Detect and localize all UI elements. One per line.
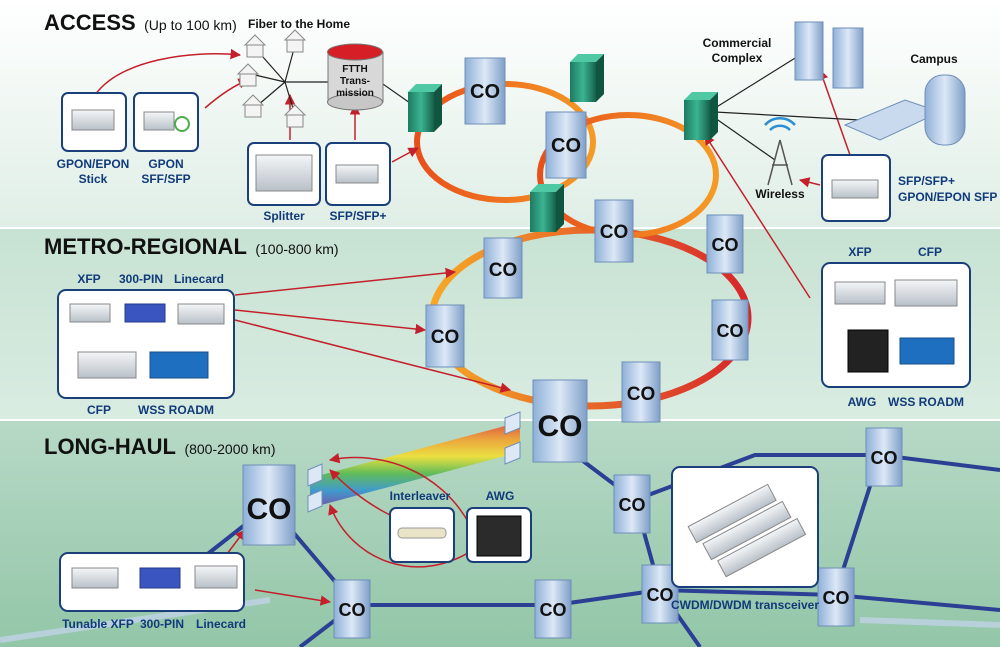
- co-building: CO: [425, 304, 465, 368]
- connection-arrows: [94, 48, 851, 606]
- panel-metro-right: [821, 262, 971, 388]
- longhaul-title: LONG-HAUL (800-2000 km): [44, 434, 275, 459]
- lh-linecard-label: Linecard: [196, 617, 246, 631]
- svg-text:CO: CO: [717, 321, 744, 341]
- co-building: CO: [532, 379, 588, 463]
- svg-text:CO: CO: [712, 235, 739, 255]
- cwdm-label: CWDM/DWDM transceiver: [671, 598, 819, 612]
- svg-text:CO: CO: [470, 81, 500, 103]
- wdm-beam: [310, 422, 520, 508]
- switch-icons: [408, 54, 718, 232]
- svg-text:CO: CO: [647, 585, 674, 605]
- commercial-label-2: Complex: [712, 51, 763, 65]
- longhaul-links: [119, 438, 1000, 647]
- co-building: CO: [706, 214, 744, 274]
- svg-text:CO: CO: [489, 260, 518, 281]
- metro-wss-label: WSS ROADM: [138, 403, 214, 417]
- gpon-sfp-label-1: GPON: [148, 157, 183, 171]
- panel-sfp-plus: [325, 142, 391, 206]
- wireless-tower-icon: [764, 116, 796, 186]
- panel-cwdm: [671, 466, 819, 588]
- co-building: CO: [817, 567, 855, 627]
- svg-text:CO: CO: [627, 384, 656, 405]
- ftth-fan: [254, 44, 861, 161]
- panel-gpon-stick: [61, 92, 127, 152]
- co-building: CO: [545, 111, 587, 179]
- co-building: CO: [483, 237, 523, 299]
- metro-title: METRO-REGIONAL (100-800 km): [44, 234, 339, 259]
- interleaver-label: Interleaver: [390, 489, 451, 503]
- co-building: CO: [242, 464, 296, 546]
- right-cfp-label: CFP: [918, 245, 942, 259]
- sfp-right-label-2: GPON/EPON SFP: [898, 190, 997, 204]
- mux-mirrors: [307, 411, 521, 513]
- svg-text:CO: CO: [339, 600, 366, 620]
- co-building: CO: [865, 427, 903, 487]
- panel-metro-left: [57, 289, 235, 399]
- right-xfp-label: XFP: [848, 245, 871, 259]
- sfp-right-label-1: SFP/SFP+: [898, 174, 955, 188]
- co-building: CO: [534, 579, 572, 639]
- right-wss-label: WSS ROADM: [888, 395, 964, 409]
- panel-interleaver: [389, 507, 455, 563]
- co-building: CO: [711, 299, 749, 361]
- svg-text:CO: CO: [538, 410, 583, 443]
- panel-gpon-sfp: [133, 92, 199, 152]
- svg-text:CO: CO: [600, 222, 629, 243]
- house-icons: [236, 29, 307, 128]
- commercial-buildings: [794, 21, 864, 89]
- right-awg-label: AWG: [848, 395, 877, 409]
- access-title: ACCESS (Up to 100 km): [44, 10, 237, 35]
- svg-text:CO: CO: [823, 588, 850, 608]
- ftth-label-2: Trans-: [340, 76, 370, 87]
- metro-linecard-label: Linecard: [174, 272, 224, 286]
- panel-splitter: [247, 142, 321, 206]
- co-building: CO: [594, 199, 634, 263]
- metro-cfp-label: CFP: [87, 403, 111, 417]
- co-building: CO: [464, 57, 506, 125]
- co-building: CO: [333, 579, 371, 639]
- panel-sfp-right: [821, 154, 891, 222]
- svg-text:CO: CO: [247, 493, 292, 526]
- gpon-stick-label-2: Stick: [79, 172, 108, 186]
- lh-300pin-label: 300-PIN: [140, 617, 184, 631]
- svg-text:CO: CO: [431, 327, 460, 348]
- metro-xfp-label: XFP: [77, 272, 100, 286]
- gpon-stick-label-1: GPON/EPON: [57, 157, 130, 171]
- co-building: CO: [621, 361, 661, 423]
- svg-text:CO: CO: [551, 135, 581, 157]
- ftth-label-3: mission: [336, 88, 374, 99]
- metro-300pin-label: 300-PIN: [119, 272, 163, 286]
- panel-awg: [466, 507, 532, 563]
- commercial-label-1: Commercial: [703, 36, 772, 50]
- fiber-home-label: Fiber to the Home: [248, 17, 350, 31]
- svg-text:CO: CO: [619, 495, 646, 515]
- wireless-label: Wireless: [755, 187, 805, 201]
- svg-text:CO: CO: [540, 600, 567, 620]
- splitter-label: Splitter: [263, 209, 305, 223]
- ftth-transmission: FTTH Trans- mission: [327, 43, 384, 111]
- awg-label: AWG: [486, 489, 515, 503]
- panel-longhaul-left: [59, 552, 245, 612]
- ftth-label-1: FTTH: [342, 64, 368, 75]
- sfp-plus-label: SFP/SFP+: [329, 209, 386, 223]
- campus-buildings: [843, 74, 966, 146]
- gpon-sfp-label-2: SFF/SFP: [141, 172, 190, 186]
- tunable-xfp-label: Tunable XFP: [62, 617, 134, 631]
- campus-label: Campus: [910, 52, 958, 66]
- co-building: CO: [613, 474, 651, 534]
- svg-text:CO: CO: [871, 448, 898, 468]
